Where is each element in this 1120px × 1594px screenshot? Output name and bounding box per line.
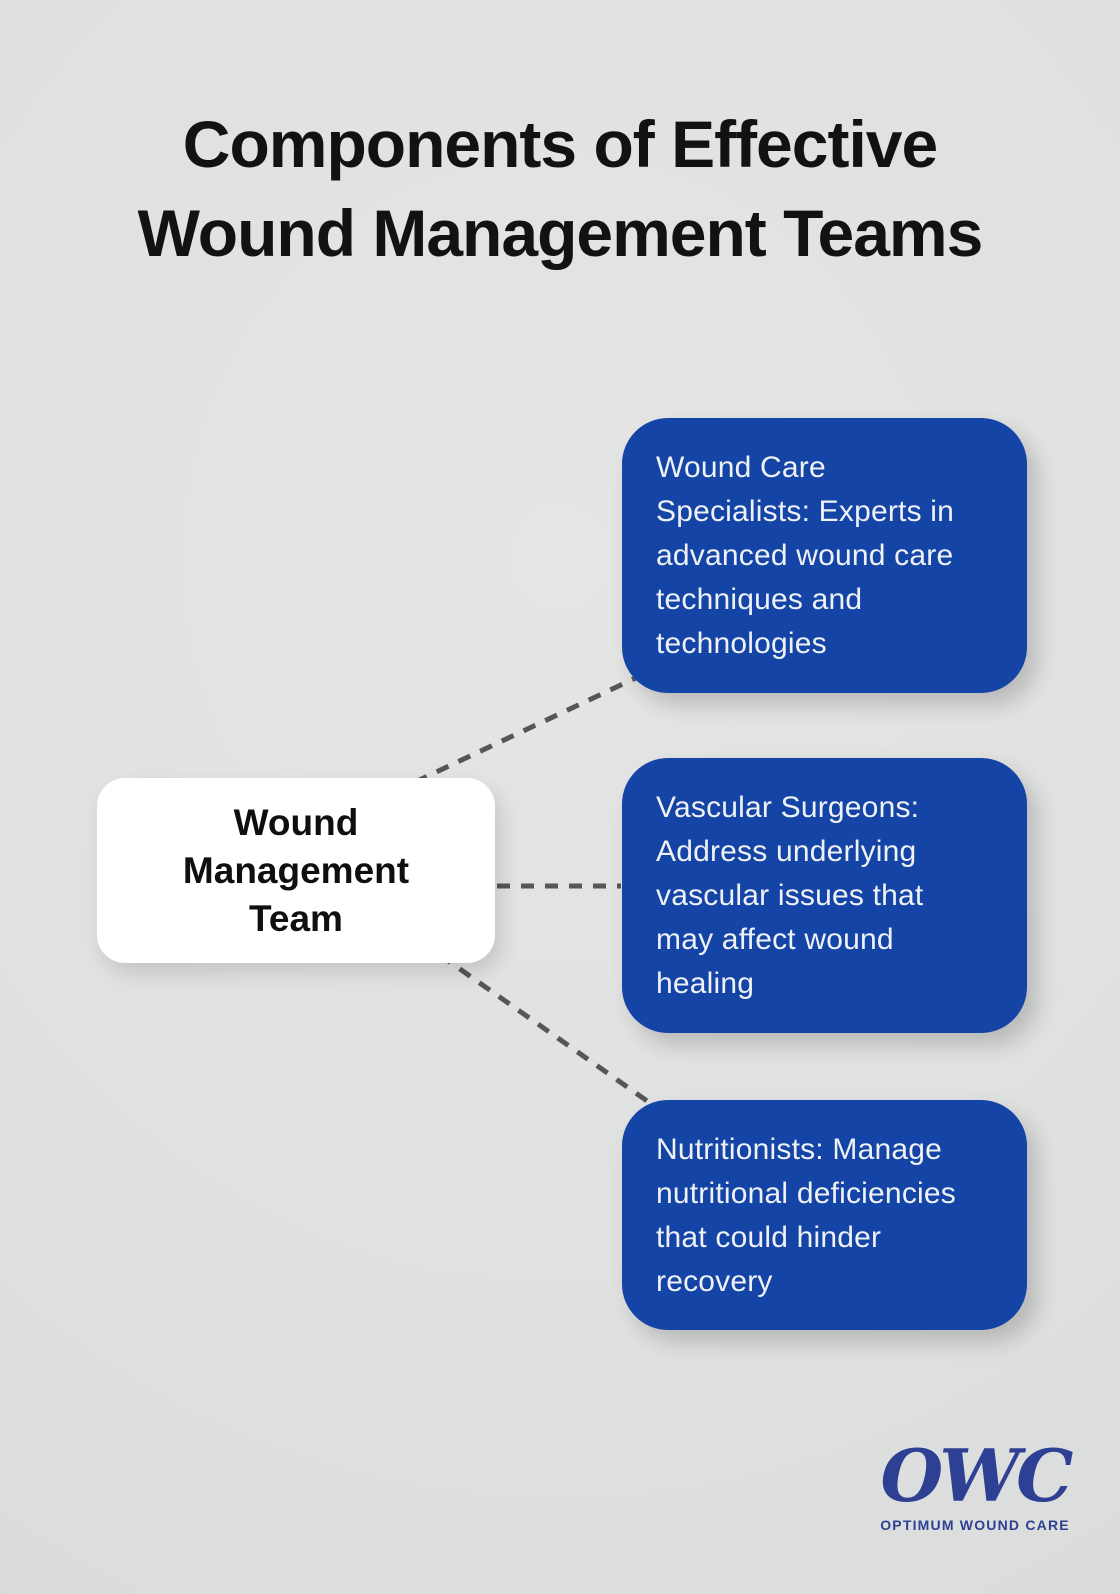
node-text-line: healing <box>656 967 755 1000</box>
connector-line-top <box>413 672 644 785</box>
node-text-line: Wound Care <box>656 451 826 484</box>
node-text-line: vascular issues that <box>656 879 924 912</box>
branch-node-vascular-surgeons: Vascular Surgeons: Address underlying va… <box>622 758 1027 1033</box>
node-text-line: nutritional deficiencies <box>656 1177 956 1210</box>
node-text-line: techniques and <box>656 583 863 616</box>
page-title-line-2: Wound Management Teams <box>137 196 984 270</box>
owc-logo-monogram: OWC <box>880 1433 1074 1518</box>
branch-node-nutritionists: Nutritionists: Manage nutritional defici… <box>622 1100 1027 1330</box>
node-text-line: Nutritionists: Manage <box>656 1133 942 1166</box>
node-text-line: advanced wound care <box>656 539 954 572</box>
owc-logo: OWC OPTIMUM WOUND CARE <box>835 1433 1115 1534</box>
node-text-line: Vascular Surgeons: <box>656 791 920 824</box>
node-text-line: that could hinder <box>656 1221 882 1254</box>
node-text-line: may affect wound <box>656 923 894 956</box>
page-title: Components of Effective Wound Management… <box>0 100 1120 278</box>
center-node-text-line: Management <box>182 849 410 891</box>
page-title-line-1: Components of Effective <box>182 107 938 181</box>
center-node-text-line: Wound <box>233 801 359 843</box>
node-text-line: Address underlying <box>656 835 917 868</box>
center-node-text-line: Team <box>249 897 343 939</box>
connector-line-bottom <box>438 952 652 1106</box>
branch-node-wound-care-specialists: Wound Care Specialists: Experts in advan… <box>622 418 1027 693</box>
owc-logo-tagline: OPTIMUM WOUND CARE <box>880 1517 1070 1533</box>
node-text-line: technologies <box>656 627 827 660</box>
node-text-line: recovery <box>656 1265 773 1298</box>
center-node-wound-management-team: Wound Management Team <box>97 778 495 963</box>
node-text-line: Specialists: Experts in <box>656 495 955 528</box>
